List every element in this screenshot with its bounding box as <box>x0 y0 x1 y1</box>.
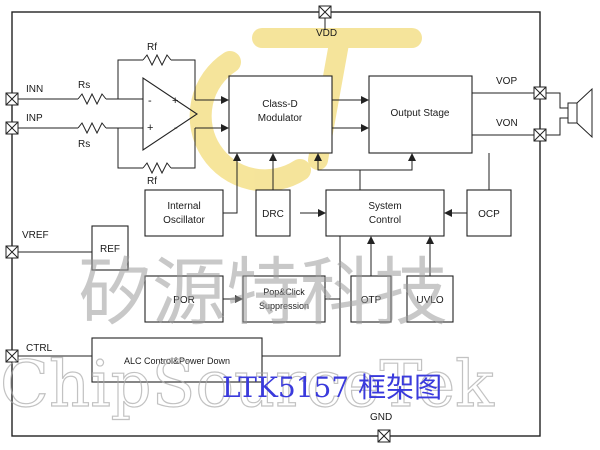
opamp-plus-out: + <box>172 95 178 107</box>
system-control-block <box>325 189 445 237</box>
internal-oscillator-block <box>144 189 224 237</box>
vop-pad <box>533 86 547 100</box>
opamp <box>142 76 198 152</box>
rf-bottom-label: Rf <box>147 176 157 187</box>
ref-block <box>91 225 129 271</box>
drc-block <box>255 189 291 237</box>
output-stage-block <box>368 75 473 154</box>
internal-osc-label-2: Oscillator <box>163 215 205 226</box>
speaker-icon <box>546 87 593 139</box>
gnd-pad <box>377 429 391 443</box>
pop-click-label-2: Suppression <box>259 301 309 311</box>
inp-pad <box>5 121 19 135</box>
vop-label: VOP <box>496 76 517 87</box>
rf-top-label: Rf <box>147 42 157 53</box>
drc-label: DRC <box>262 209 284 220</box>
alc-block <box>91 337 263 383</box>
class-d-modulator-block <box>228 75 333 154</box>
watermark-cn: 矽源特科技 <box>78 250 448 336</box>
von-pad <box>533 128 547 142</box>
input-network <box>18 53 196 175</box>
opamp-plus-in: + <box>147 122 153 134</box>
otp-block <box>350 275 392 323</box>
por-block <box>144 275 224 323</box>
rs-bottom-resistor <box>77 121 107 135</box>
system-control-label-1: System <box>368 201 401 212</box>
ref-label: REF <box>100 244 120 255</box>
chip-outline <box>11 11 541 437</box>
inn-label: INN <box>26 84 43 95</box>
class-d-label-1: Class-D <box>262 99 298 110</box>
vdd-pad <box>318 5 332 19</box>
class-d-label-2: Modulator <box>258 113 303 124</box>
opamp-minus-out: - <box>174 122 178 134</box>
watermark-en: ChipSourceTek <box>0 348 495 422</box>
gnd-label: GND <box>370 412 392 423</box>
inp-label: INP <box>26 113 43 124</box>
por-label: POR <box>173 295 195 306</box>
inn-pad <box>5 92 19 106</box>
system-control-label-2: Control <box>369 215 401 226</box>
von-label: VON <box>496 118 518 129</box>
vref-label: VREF <box>22 230 49 241</box>
rs-top-label: Rs <box>78 80 90 91</box>
ocp-block <box>466 189 512 237</box>
pop-click-label-1: Pop&Click <box>263 287 305 297</box>
alc-label: ALC Control&Power Down <box>124 356 230 366</box>
rf-bottom-resistor <box>142 161 172 175</box>
diagram-caption: LTK5157 框架图 <box>222 371 442 404</box>
vref-pad <box>5 245 19 259</box>
internal-osc-label-1: Internal <box>167 201 200 212</box>
ctrl-label: CTRL <box>26 343 53 354</box>
pop-click-block <box>242 275 326 323</box>
vdd-label: VDD <box>316 28 337 39</box>
rs-top-resistor <box>77 92 107 106</box>
rf-top-resistor <box>142 53 172 67</box>
ocp-label: OCP <box>478 209 500 220</box>
otp-label: OTP <box>361 295 382 306</box>
opamp-minus-in: - <box>148 95 152 107</box>
rs-bottom-label: Rs <box>78 139 90 150</box>
uvlo-label: UVLO <box>416 295 443 306</box>
output-stage-label: Output Stage <box>391 108 450 119</box>
